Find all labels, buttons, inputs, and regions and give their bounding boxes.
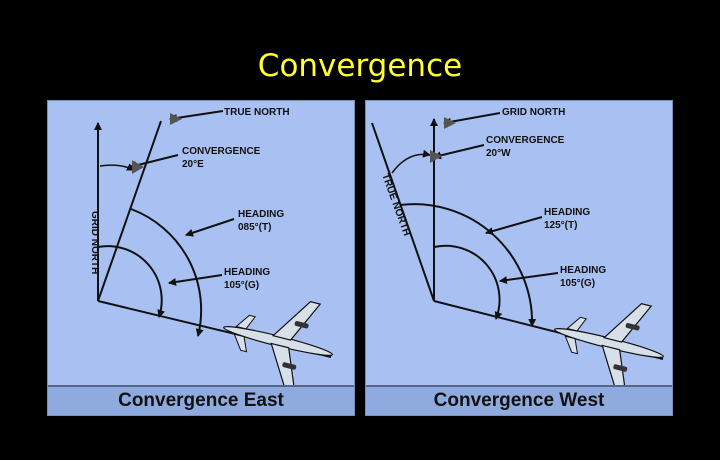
heading-grid-arc [433,244,503,320]
convergence-value: 20°E [182,159,204,170]
heading-true-pointer [485,216,543,235]
slide-title: Convergence [257,48,463,84]
convergence-value: 20°W [486,148,511,159]
airplane-icon [223,301,333,387]
convergence-pointer [433,144,485,160]
heading-grid-pointer [168,274,223,286]
convergence-west-panel: GRID NORTH CONVERGENCE 20°W HEADING 125°… [365,100,673,416]
convergence-east-caption: Convergence East [48,385,354,415]
heading-grid-label: HEADING [224,267,270,278]
airplane-icon [554,303,664,387]
heading-true-pointer [185,218,235,237]
convergence-label: CONVERGENCE [486,135,565,146]
convergence-west-caption: Convergence West [366,385,672,415]
true-north-label: TRUE NORTH [224,107,290,118]
heading-true-value: 125°(T) [544,220,577,231]
heading-true-arc [130,208,204,337]
convergence-label: CONVERGENCE [182,146,261,157]
grid-north-label: GRID NORTH [502,107,565,118]
convergence-arc [99,163,135,171]
true-north-line [371,122,435,302]
heading-grid-value: 105°(G) [560,278,595,289]
heading-true-label: HEADING [238,209,284,220]
convergence-west-diagram: GRID NORTH CONVERGENCE 20°W HEADING 125°… [371,107,664,387]
grid-north-pointer [443,112,501,126]
heading-true-value: 085°(T) [238,222,271,233]
true-north-line [97,120,162,302]
heading-true-arc [399,203,537,327]
heading-grid-value: 105°(G) [224,280,259,291]
heading-true-label: HEADING [544,207,590,218]
convergence-east-panel: TRUE NORTH CONVERGENCE 20°E HEADING 085°… [47,100,355,416]
grid-north-label: GRID NORTH [89,211,100,274]
convergence-east-diagram: TRUE NORTH CONVERGENCE 20°E HEADING 085°… [89,107,333,387]
heading-grid-label: HEADING [560,265,606,276]
heading-grid-pointer [499,272,559,285]
convergence-arc [391,149,431,174]
heading-grid-arc [97,245,165,318]
